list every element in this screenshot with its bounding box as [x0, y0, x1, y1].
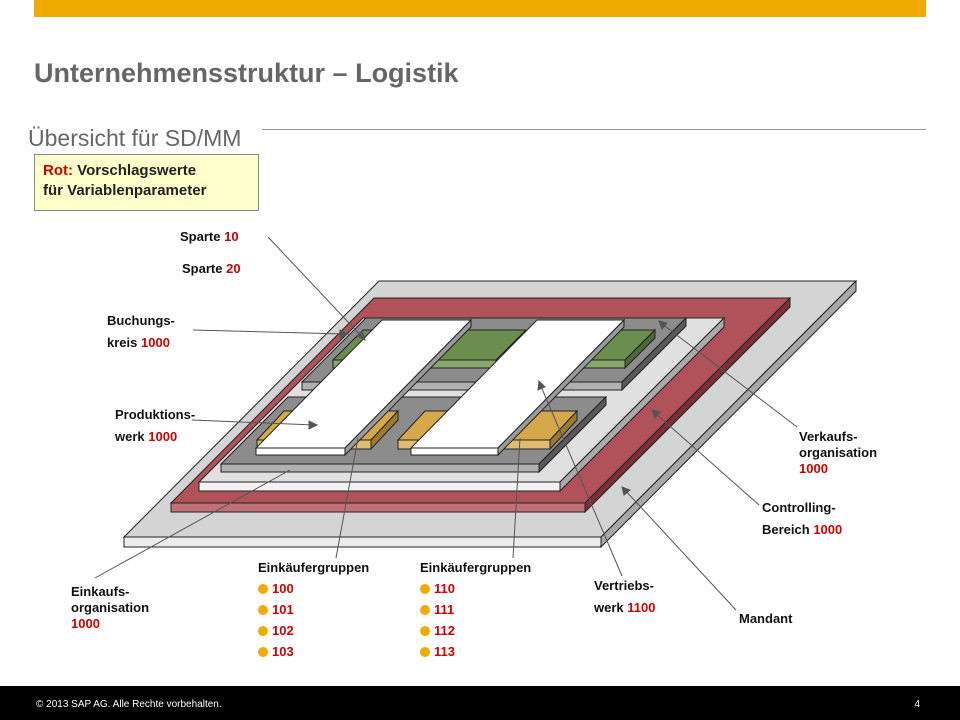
purchasing-group-list-2: Einkäufergruppen 110 111 112 113 — [420, 557, 531, 662]
page-number: 4 — [914, 699, 920, 710]
list-item: 101 — [258, 599, 369, 620]
bullet-dot-icon — [258, 625, 268, 636]
bullet-dot-icon — [258, 646, 268, 657]
label-produktionswerk: Produktions- werk 1000 — [115, 407, 196, 444]
leader-lines — [94, 236, 798, 611]
bullet-dot-icon — [258, 583, 268, 594]
list-item: 112 — [420, 620, 531, 641]
list-item: 103 — [258, 641, 369, 662]
purchasing-group-list-1: Einkäufergruppen 100 101 102 103 — [258, 557, 369, 662]
page-subtitle: Übersicht für SD/MM — [28, 125, 242, 151]
legend-text-line1: Vorschlagswerte — [77, 162, 197, 179]
label-verkaufsorganisation: Verkaufs- organisation 1000 — [799, 429, 878, 476]
legend-text-line2: für Variablenparameter — [43, 182, 207, 199]
label-sparte-10: Sparte 10 — [180, 229, 239, 244]
label-mandant: Mandant — [739, 611, 793, 626]
label-vertriebswerk: Vertriebs- werk 1100 — [594, 578, 656, 615]
bullet-dot-icon — [420, 625, 430, 636]
footer-bar: © 2013 SAP AG. Alle Rechte vorbehalten. … — [0, 686, 960, 720]
list-item: 113 — [420, 641, 531, 662]
page-title: Unternehmensstruktur – Logistik — [34, 58, 459, 88]
list-item: 100 — [258, 578, 369, 599]
werk-layer — [254, 318, 626, 457]
bullet-dot-icon — [420, 583, 430, 594]
subtitle-divider — [262, 129, 926, 130]
label-controlling-bereich: Controlling- Bereich 1000 — [762, 500, 843, 537]
label-sparte-20: Sparte 20 — [182, 261, 241, 276]
bullet-dot-icon — [420, 604, 430, 615]
footer-copyright: © 2013 SAP AG. Alle Rechte vorbehalten. — [36, 699, 222, 710]
purchasing-group-title: Einkäufergruppen — [258, 560, 370, 575]
list-item: 111 — [420, 599, 531, 620]
list-item: 102 — [258, 620, 369, 641]
legend-key: Rot: — [43, 162, 73, 179]
bullet-dot-icon — [420, 646, 430, 657]
top-accent-bar — [34, 0, 926, 17]
list-item: 110 — [420, 578, 531, 599]
purchasing-group-title: Einkäufergruppen — [420, 560, 532, 575]
label-einkaufsorganisation: Einkaufs- organisation 1000 — [71, 584, 150, 631]
bullet-dot-icon — [258, 604, 268, 615]
legend-box: Rot: Vorschlagswerte für Variablenparame… — [34, 154, 259, 211]
label-buchungskreis: Buchungs- kreis 1000 — [107, 313, 175, 350]
